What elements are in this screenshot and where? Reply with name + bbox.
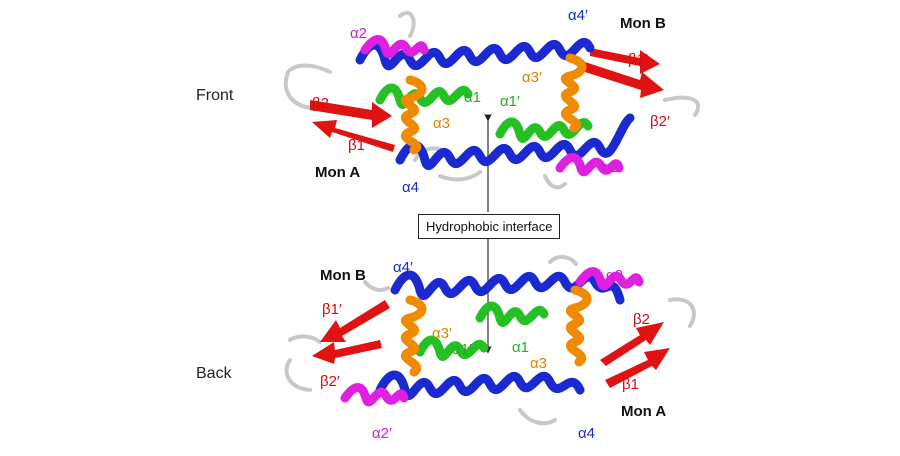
front-beta-strand: [590, 48, 660, 74]
front-loop: [398, 10, 416, 38]
back-beta-strand: [312, 340, 382, 364]
back-loop: [668, 297, 696, 328]
back-beta2-label: β2: [633, 311, 650, 328]
back-beta-strand: [605, 348, 670, 388]
back-beta-strand: [600, 322, 664, 366]
back-loop: [548, 255, 578, 266]
hydrophobic-interface-box: Hydrophobic interface: [418, 214, 561, 239]
back-loop: [363, 280, 390, 292]
front-alpha4-helix: [395, 113, 635, 171]
back-alpha3-helix: [565, 285, 592, 367]
front-loop: [663, 95, 701, 117]
front-loop: [283, 70, 312, 110]
front-beta-strand: [585, 62, 664, 98]
front-loop: [438, 170, 482, 182]
back-alpha2-prime-label: α2′: [372, 425, 392, 442]
front-beta2-label: β2: [312, 95, 329, 112]
front-alpha1-prime-helix: [495, 117, 593, 143]
front-alpha4-prime-helix: [355, 37, 595, 71]
back-alpha3-prime-label: α3′: [432, 325, 452, 342]
back-view-label: Back: [196, 365, 232, 382]
front-alpha2-helix: [360, 35, 429, 59]
front-alpha3-helix: [400, 75, 427, 155]
front-loop: [543, 174, 567, 190]
back-alpha4-helix: [375, 370, 585, 401]
back-alpha2-helix: [575, 267, 644, 291]
back-alpha3-prime-helix: [400, 295, 427, 377]
front-alpha2-prime-helix: [555, 153, 624, 177]
back-alpha1-label: α1: [512, 339, 530, 356]
front-loop: [288, 63, 332, 74]
front-mon-a-label: Mon A: [315, 164, 361, 181]
back-alpha2-prime-helix: [340, 383, 409, 407]
front-alpha1-label: α1: [464, 89, 482, 106]
front-beta2-prime-label: β2′: [650, 113, 670, 130]
back-alpha4-label: α4: [578, 425, 596, 442]
back-alpha1-helix: [475, 301, 549, 327]
front-beta-strand: [312, 120, 395, 152]
front-alpha3-prime-helix: [560, 53, 587, 133]
back-beta-strand: [320, 300, 390, 342]
front-alpha2-label: α2: [350, 25, 368, 42]
back-alpha4-prime-label: α4′: [393, 259, 413, 276]
front-alpha2-prime-label: α2′: [602, 159, 622, 176]
back-loop: [518, 408, 557, 426]
back-alpha2-label: α2: [606, 267, 624, 284]
front-mon-b-label: Mon B: [620, 15, 666, 32]
back-beta1-prime-label: β1′: [322, 301, 342, 318]
front-beta1-prime-label: β1′: [628, 51, 648, 68]
front-beta-strand: [310, 100, 392, 128]
front-alpha4-prime-label: α4′: [568, 7, 588, 24]
back-loop: [284, 358, 312, 392]
back-mon-b-label: Mon B: [320, 267, 366, 284]
back-alpha1-prime-helix: [415, 335, 489, 361]
front-alpha1-prime-label: α1′: [500, 93, 520, 110]
front-alpha3-label: α3: [433, 115, 451, 132]
back-beta2-prime-label: β2′: [320, 373, 340, 390]
back-mon-a-label: Mon A: [621, 403, 667, 420]
front-alpha4-label: α4: [402, 179, 420, 196]
front-beta1-label: β1: [348, 137, 365, 154]
back-beta1-label: β1: [622, 376, 639, 393]
front-alpha3-prime-label: α3′: [522, 69, 542, 86]
back-alpha3-label: α3: [530, 355, 548, 372]
back-alpha1-prime-label: α1′: [452, 341, 472, 358]
back-view-structure: [284, 255, 696, 426]
front-view-label: Front: [196, 87, 234, 104]
front-view-structure: [283, 10, 701, 190]
back-loop: [288, 334, 322, 344]
